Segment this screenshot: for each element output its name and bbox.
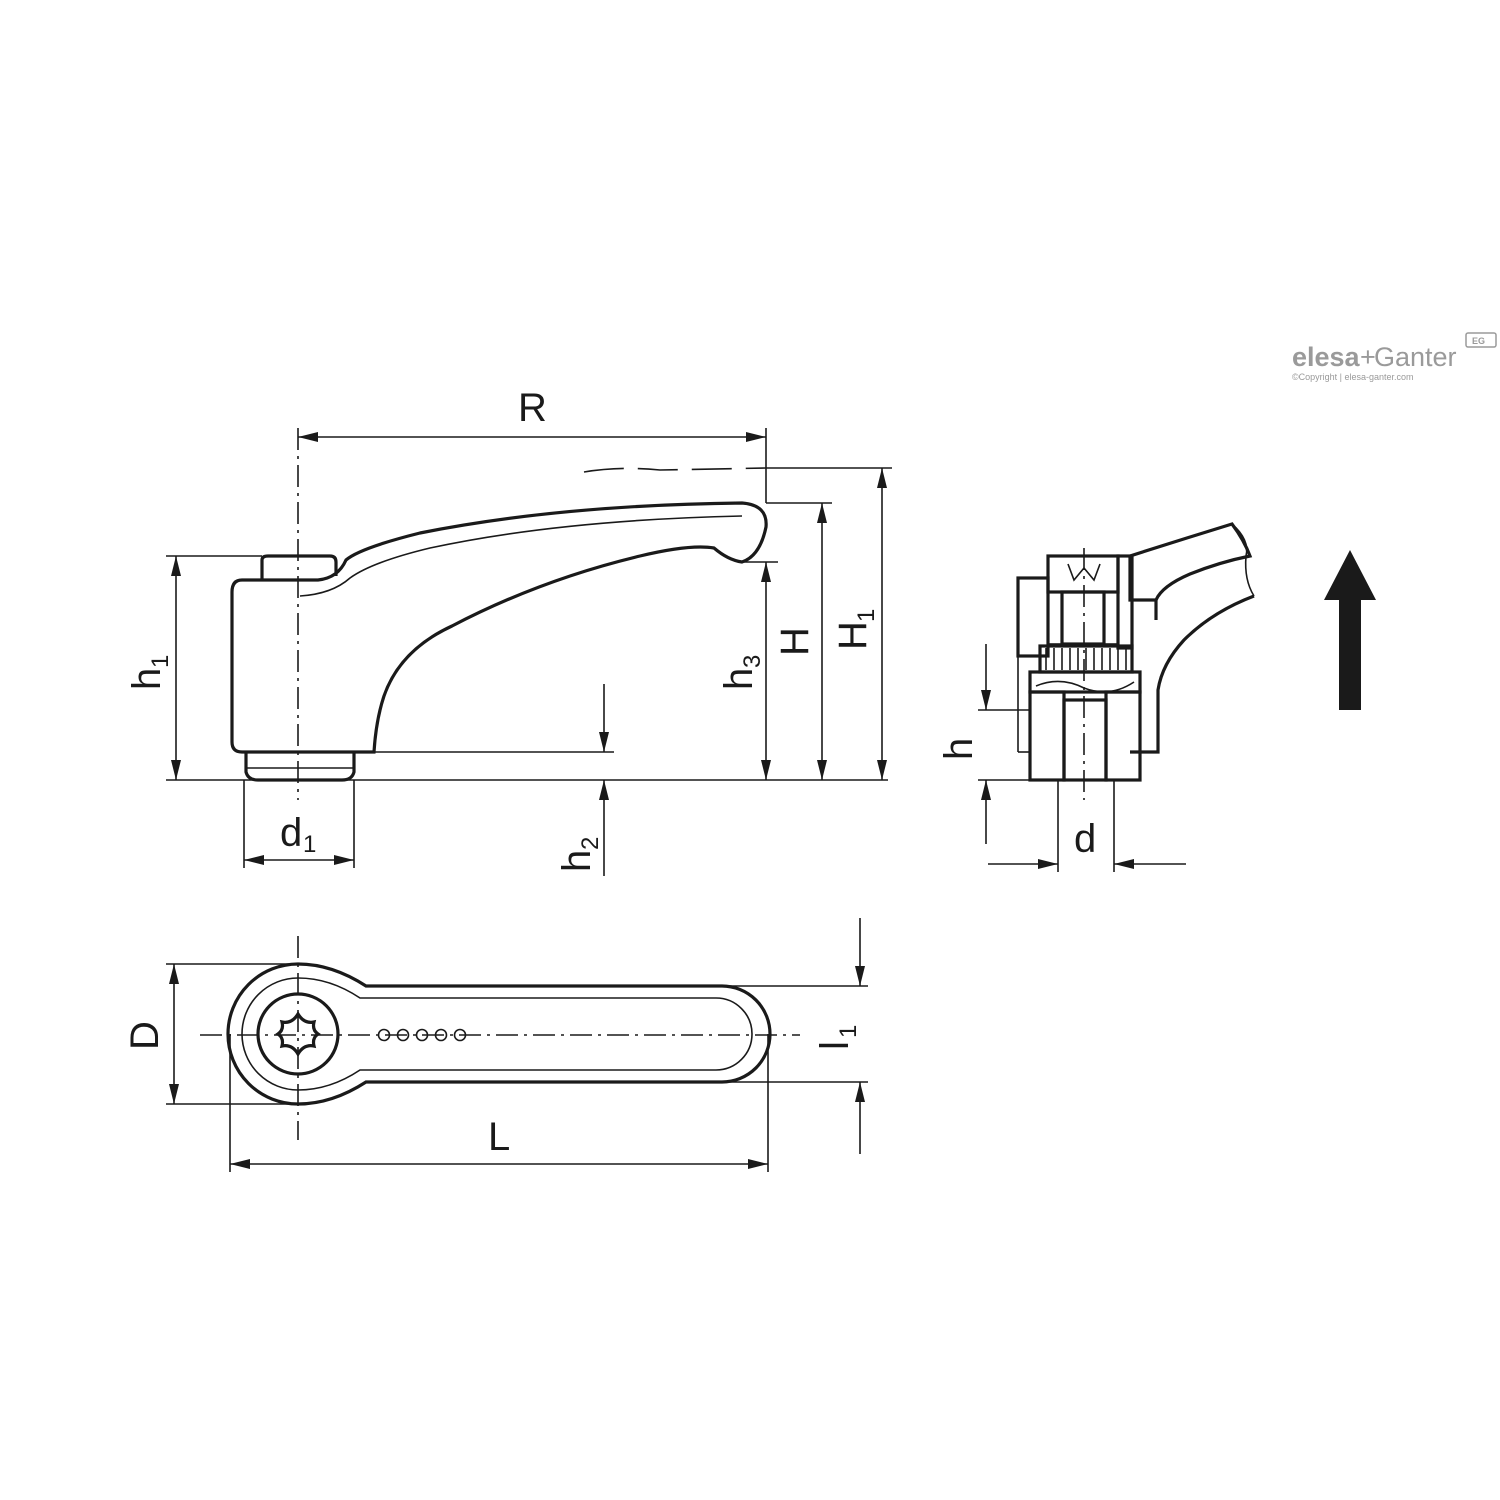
- label-h1: h 1: [125, 655, 174, 690]
- hub-break-band: [1028, 670, 1142, 694]
- svg-text:elesa: elesa: [1292, 342, 1361, 372]
- knurl-lines: [1045, 648, 1127, 670]
- label-D: D: [123, 1021, 167, 1050]
- section-lever-break: [1231, 523, 1255, 597]
- top-view: D l 1 L: [123, 918, 868, 1172]
- bottom-hub: [244, 752, 356, 782]
- svg-text:h: h: [717, 668, 761, 690]
- svg-text:D: D: [123, 1021, 167, 1050]
- raised-position-dashes: [583, 467, 767, 473]
- svg-text:H: H: [773, 627, 817, 656]
- direction-arrow-icon: [1324, 550, 1376, 710]
- svg-text:Ganter: Ganter: [1374, 342, 1457, 372]
- svg-text:EG: EG: [1472, 336, 1485, 346]
- svg-text:h: h: [937, 738, 981, 760]
- top-outline: [226, 962, 772, 1106]
- label-H1: H 1: [831, 609, 880, 650]
- elesa-ganter-logo: elesa + Ganter ©Copyright | elesa-ganter…: [1292, 332, 1497, 382]
- svg-text:h: h: [555, 850, 599, 872]
- svg-text:H: H: [831, 621, 875, 650]
- svg-text:3: 3: [739, 655, 766, 668]
- spring-right: [1103, 591, 1119, 645]
- label-H: H: [773, 627, 817, 656]
- upper-housing-left: [1016, 576, 1050, 658]
- svg-text:1: 1: [303, 831, 316, 858]
- label-d1: d 1: [280, 811, 316, 858]
- section-view: h d: [937, 522, 1255, 872]
- lower-hub-left: [1028, 690, 1066, 782]
- label-d: d: [1074, 817, 1096, 861]
- svg-text:1: 1: [147, 655, 174, 668]
- label-h2: h 2: [555, 837, 604, 872]
- label-l1: l 1: [813, 1025, 862, 1050]
- svg-text:d: d: [280, 811, 302, 855]
- hub-break-wave: [1035, 680, 1135, 693]
- svg-text:©Copyright | elesa-ganter.com: ©Copyright | elesa-ganter.com: [1292, 372, 1414, 382]
- svg-text:2: 2: [577, 837, 604, 850]
- screw-head: [1046, 554, 1120, 594]
- top-inner-outline: [241, 977, 753, 1091]
- svg-text:1: 1: [835, 1025, 862, 1038]
- label-h3: h 3: [717, 655, 766, 690]
- label-R: R: [518, 386, 547, 430]
- lever-body-outline: [230, 501, 768, 754]
- spring-left: [1047, 591, 1063, 645]
- label-h: h: [937, 738, 981, 760]
- lever-inner-line: [299, 515, 743, 597]
- eg-badge: [1465, 332, 1497, 348]
- label-L: L: [488, 1115, 510, 1159]
- section-lever-lower: [1130, 594, 1255, 754]
- lower-hub-right: [1104, 690, 1142, 782]
- side-view: R h 1 d 1 h 2 h 3 H H 1: [125, 386, 892, 876]
- svg-text:+: +: [1360, 342, 1376, 372]
- screw-shank: [1060, 590, 1106, 646]
- svg-text:h: h: [125, 668, 169, 690]
- svg-text:1: 1: [853, 609, 880, 622]
- svg-text:l: l: [813, 1041, 857, 1050]
- top-boss: [260, 554, 338, 580]
- threaded-bore: [1062, 698, 1108, 782]
- section-lever-arm: [1128, 522, 1253, 602]
